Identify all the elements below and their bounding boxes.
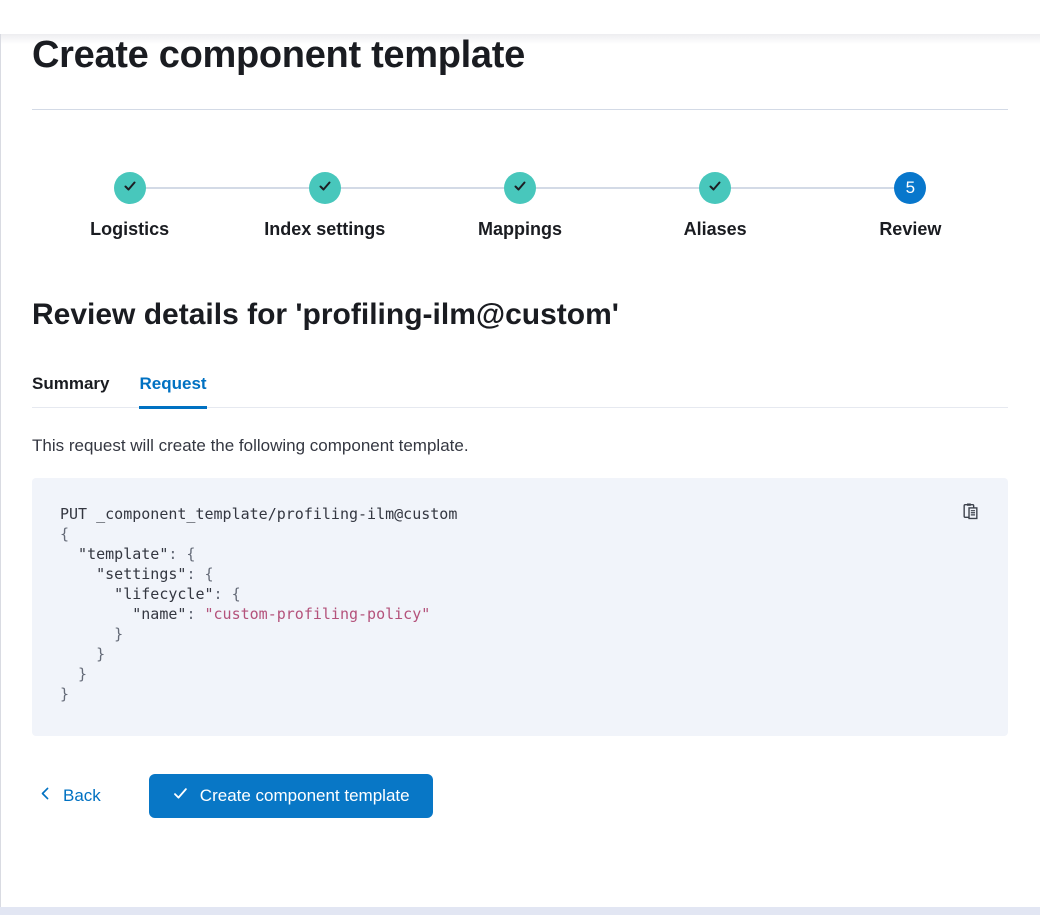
step-label: Index settings [264,219,386,239]
check-icon [172,785,189,807]
back-button[interactable]: Back [32,786,107,806]
create-component-template-button[interactable]: Create component template [148,774,433,818]
title-divider [32,109,1008,110]
bottom-edge-strip [0,907,1040,915]
review-tabs: Summary Request [32,374,1008,409]
tab-request[interactable]: Request [139,374,207,409]
chevron-left-icon [38,786,53,806]
step-label: Aliases [683,219,747,239]
step-index-settings[interactable]: Index settings [227,172,422,240]
code-content: PUT _component_template/profiling-ilm@cu… [60,505,458,703]
request-description: This request will create the following c… [32,436,469,455]
wizard-footer: Back Create component template [32,774,1008,818]
copy-button[interactable] [959,500,982,523]
check-icon [317,178,333,199]
step-status-circle[interactable] [503,172,536,204]
review-heading: Review details for 'profiling-ilm@custom… [32,298,619,331]
step-mappings[interactable]: Mappings [422,172,617,240]
check-icon [512,178,528,199]
wizard-stepper: Logistics Index settings Mappings [32,172,1008,240]
request-code-block: PUT _component_template/profiling-ilm@cu… [32,478,1008,736]
step-logistics[interactable]: Logistics [32,172,227,240]
left-edge-border [0,34,1,915]
check-icon [122,178,138,199]
step-status-circle[interactable] [699,172,732,204]
step-number-badge: 5 [905,178,916,197]
create-button-label: Create component template [199,786,410,805]
back-button-label: Back [63,786,101,805]
step-review[interactable]: 5 Review [813,172,1008,240]
step-status-circle[interactable] [308,172,341,204]
page-title: Create component template [32,34,525,76]
step-status-circle[interactable]: 5 [894,172,927,204]
step-label: Mappings [477,219,562,239]
step-status-circle[interactable] [113,172,146,204]
tab-summary[interactable]: Summary [32,374,110,393]
check-icon [707,178,723,199]
create-component-template-page: Create component template Logistics Inde [0,34,1040,818]
step-label: Logistics [90,219,170,239]
step-aliases[interactable]: Aliases [618,172,813,240]
step-label: Review [879,219,942,239]
copy-clipboard-icon [961,503,980,524]
